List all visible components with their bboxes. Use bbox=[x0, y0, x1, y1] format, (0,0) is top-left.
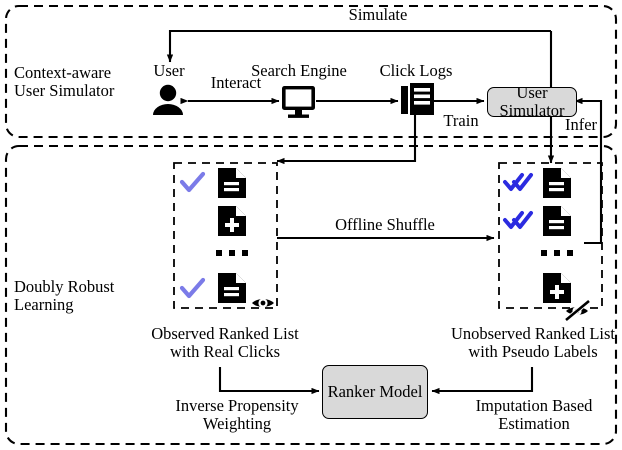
node-label-click-logs: Click Logs bbox=[379, 61, 453, 80]
ellipsis-icon bbox=[541, 250, 573, 256]
double-check-icon bbox=[503, 211, 533, 229]
section-label-doubly-robust: Doubly Robust Learning bbox=[14, 277, 115, 315]
observed-list-caption: Observed Ranked List with Real Clicks bbox=[151, 324, 299, 362]
user-icon bbox=[153, 84, 183, 115]
edge-imputation bbox=[431, 367, 534, 395]
unobserved-list-caption: Unobserved Ranked List with Pseudo Label… bbox=[450, 324, 616, 362]
section-box-doubly-robust bbox=[4, 144, 618, 446]
section-box-context-aware bbox=[4, 4, 618, 139]
user-simulator-box[interactable]: User Simulator bbox=[487, 83, 577, 120]
monitor-icon bbox=[282, 86, 315, 118]
edge-label-simulate: Simulate bbox=[348, 5, 408, 24]
edge-label-train: Train bbox=[443, 111, 479, 130]
single-check-icon bbox=[179, 277, 206, 299]
edge-return-to-simulator bbox=[574, 97, 603, 245]
ranker-model-box[interactable]: Ranker Model bbox=[322, 365, 428, 419]
node-label-search-engine: Search Engine bbox=[251, 61, 347, 80]
unobserved-list-box bbox=[498, 162, 603, 309]
ellipsis-icon bbox=[216, 250, 248, 256]
edge-label-interact: Interact bbox=[210, 73, 262, 92]
section-label-context-aware: Context-aware User Simulator bbox=[14, 63, 115, 101]
doc-plus-icon bbox=[543, 273, 571, 303]
doc-lines-icon bbox=[543, 206, 571, 236]
doc-lines-icon bbox=[218, 168, 246, 198]
edge-simulate bbox=[166, 29, 551, 63]
doc-lines-icon bbox=[218, 273, 246, 303]
edge-inverse-propensity bbox=[218, 367, 320, 395]
edge-label-infer: Infer bbox=[564, 115, 598, 134]
node-label-user: User bbox=[153, 61, 185, 80]
eye-icon bbox=[252, 298, 274, 308]
edge-logs-to-observed bbox=[276, 113, 417, 165]
click-logs-icon bbox=[401, 83, 434, 115]
edge-label-imputation: Imputation Based Estimation bbox=[475, 396, 593, 434]
doc-plus-icon bbox=[218, 206, 246, 236]
single-check-icon bbox=[179, 171, 206, 193]
eye-off-icon bbox=[564, 299, 591, 322]
edge-label-offline-shuffle: Offline Shuffle bbox=[335, 215, 435, 234]
observed-list-box bbox=[173, 162, 278, 309]
edge-label-inverse-propensity: Inverse Propensity Weighting bbox=[175, 396, 299, 434]
doc-lines-icon bbox=[543, 168, 571, 198]
double-check-icon bbox=[503, 173, 533, 191]
